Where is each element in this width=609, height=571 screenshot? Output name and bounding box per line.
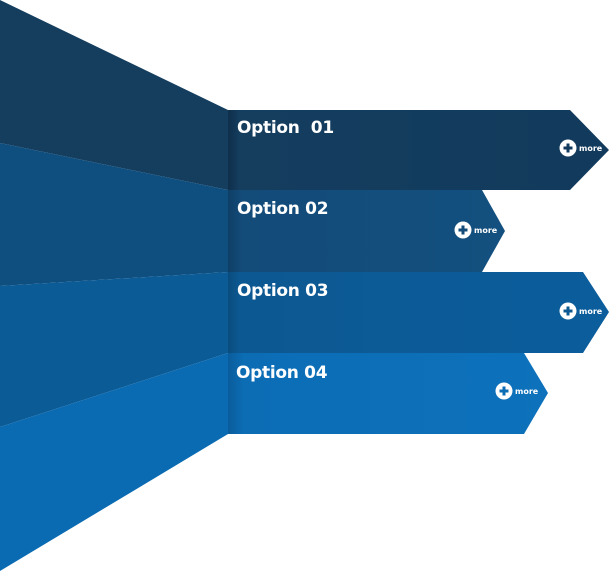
option-03-more-button[interactable]: more	[559, 302, 603, 320]
plus-circle-icon	[454, 221, 472, 239]
option-03-more-label: more	[579, 307, 603, 316]
wall-panel-2	[0, 143, 228, 286]
option-01-more-button[interactable]: more	[559, 139, 603, 157]
option-01-more-label: more	[579, 144, 603, 153]
option-01[interactable]: Option 01 more	[228, 110, 609, 190]
wall-panel-3	[0, 272, 228, 427]
plus-circle-icon	[559, 139, 577, 157]
option-02-more-label: more	[474, 226, 498, 235]
wall-panel-4	[0, 353, 228, 571]
wall-panel-1	[0, 0, 228, 190]
option-03[interactable]: Option 03 more	[228, 272, 609, 353]
plus-circle-icon	[495, 382, 513, 400]
option-04-more-button[interactable]: more	[495, 382, 539, 400]
option-02-title: Option 02	[237, 199, 328, 219]
option-04-more-label: more	[515, 387, 539, 396]
option-02-more-button[interactable]: more	[454, 221, 498, 239]
option-04-title: Option 04	[236, 363, 328, 383]
option-03-arrow	[228, 272, 609, 353]
option-01-title: Option 01	[237, 118, 334, 138]
plus-circle-icon	[559, 302, 577, 320]
perspective-wall	[0, 0, 228, 571]
option-04-arrow	[228, 353, 548, 434]
option-01-arrow	[228, 110, 609, 190]
option-02[interactable]: Option 02 more	[228, 190, 505, 272]
option-02-arrow	[228, 190, 505, 272]
option-03-title: Option 03	[237, 281, 328, 301]
option-04[interactable]: Option 04 more	[228, 353, 548, 434]
